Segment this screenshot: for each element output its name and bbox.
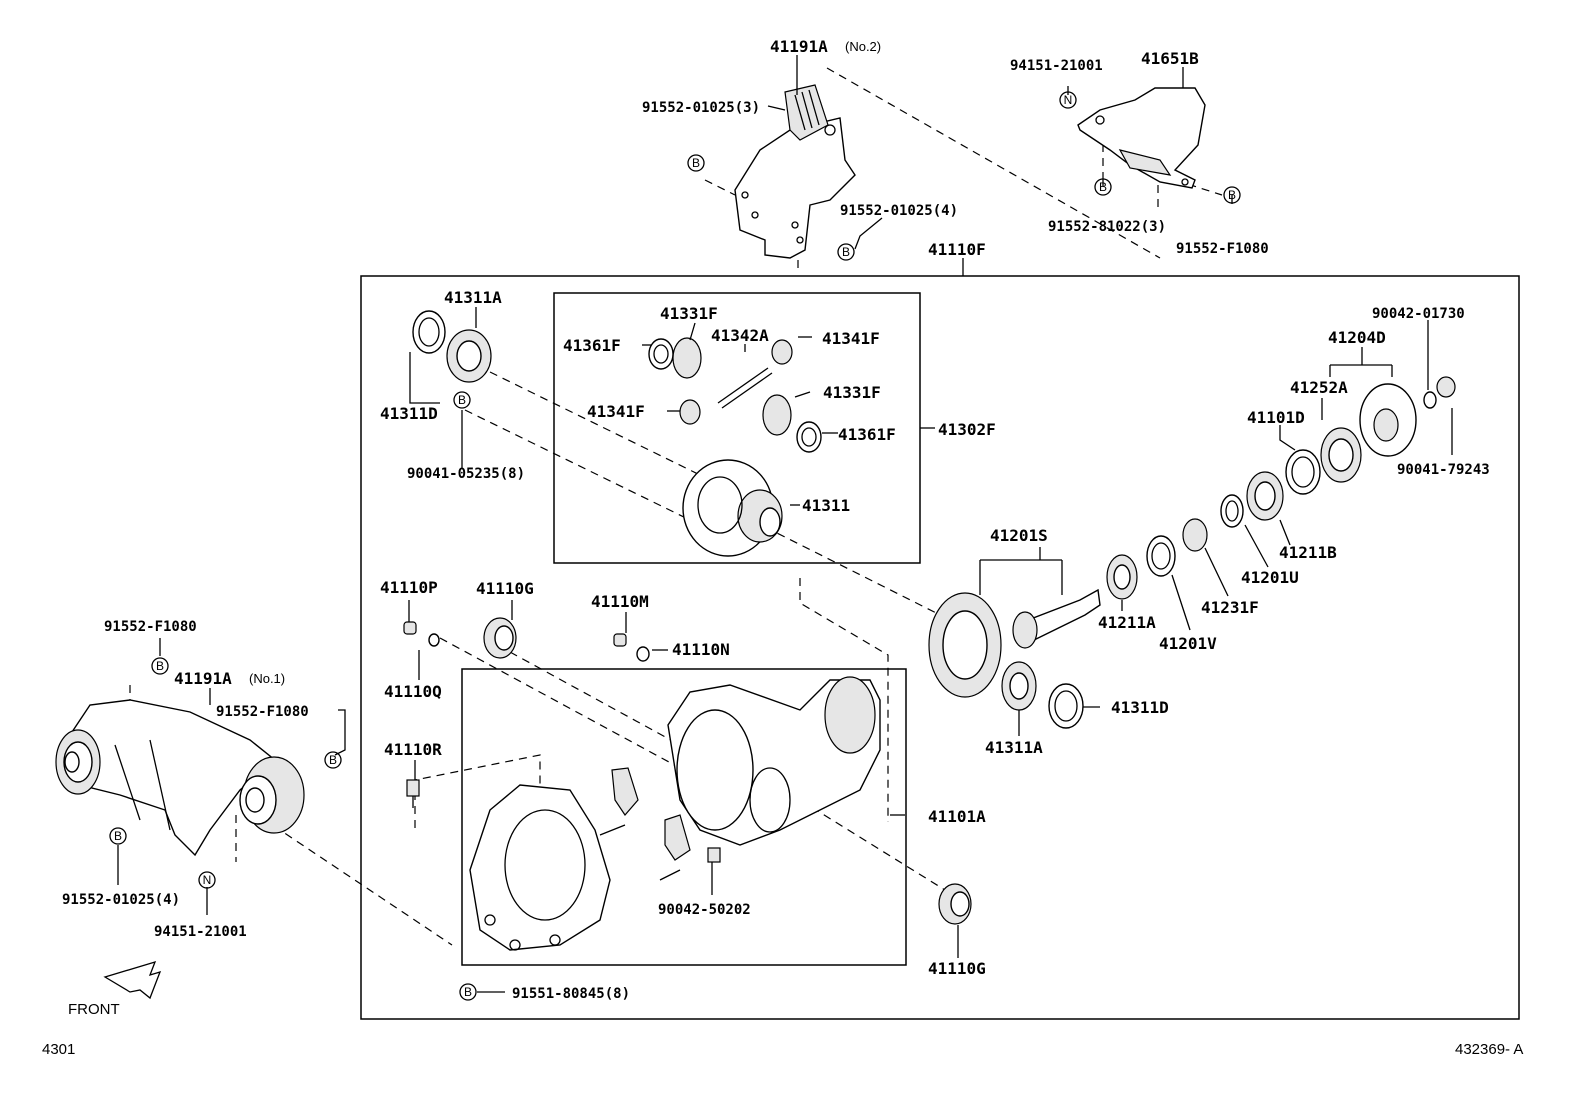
carrier-cover[interactable] xyxy=(469,784,611,951)
part-label[interactable]: 41110Q xyxy=(384,682,442,701)
marker-b: B xyxy=(453,391,471,409)
part-label[interactable]: 41311A xyxy=(985,738,1043,757)
bearing-41311A-top[interactable] xyxy=(412,310,492,383)
marker-b: B xyxy=(687,154,705,172)
svg-text:N: N xyxy=(203,873,212,887)
part-label[interactable]: 41110F xyxy=(928,240,986,259)
part-label[interactable]: 41311A xyxy=(444,288,502,307)
part-label[interactable]: 91552-F1080 xyxy=(1176,241,1269,257)
part-label[interactable]: 91552-01025(4) xyxy=(62,892,180,908)
part-label[interactable]: 90042-50202 xyxy=(658,902,751,918)
svg-text:B: B xyxy=(692,156,700,170)
bracket-41651B[interactable] xyxy=(1077,87,1206,189)
carrier-housing-frame xyxy=(461,668,907,966)
svg-text:B: B xyxy=(114,829,122,843)
part-label[interactable]: 41331F xyxy=(660,304,718,323)
small-fasteners[interactable] xyxy=(403,617,972,925)
marker-b: B xyxy=(151,657,169,675)
differential-case-41311[interactable] xyxy=(682,459,783,557)
part-label[interactable]: 41191A xyxy=(174,669,232,688)
part-label[interactable]: 91552-01025(4) xyxy=(840,203,958,219)
carrier-housing-41101A[interactable] xyxy=(599,676,881,881)
leader-lines xyxy=(117,55,1453,993)
marker-b: B xyxy=(1223,186,1241,204)
part-label[interactable]: 41361F xyxy=(838,425,896,444)
part-label[interactable]: 41341F xyxy=(822,329,880,348)
part-label[interactable]: 90041-05235(8) xyxy=(407,466,525,482)
part-label[interactable]: 41110M xyxy=(591,592,649,611)
part-label[interactable]: 91551-80845(8) xyxy=(512,986,630,1002)
part-label[interactable]: 41191A xyxy=(770,37,828,56)
front-direction-arrow xyxy=(103,960,162,1000)
marker-n: N xyxy=(1059,91,1077,109)
marker-b: B xyxy=(1094,178,1112,196)
part-label[interactable]: 41204D xyxy=(1328,328,1386,347)
part-label[interactable]: 41311D xyxy=(1111,698,1169,717)
marker-n: N xyxy=(198,871,216,889)
bracket-41191A-no2[interactable] xyxy=(734,84,856,259)
marker-b: B xyxy=(324,751,342,769)
part-label[interactable]: 91552-81022(3) xyxy=(1048,219,1166,235)
part-label[interactable]: 41302F xyxy=(938,420,996,439)
part-label[interactable]: 91552-F1080 xyxy=(216,704,309,720)
ring-pinion-41201S[interactable] xyxy=(928,588,1101,698)
part-label[interactable]: 41110N xyxy=(672,640,730,659)
part-label[interactable]: 41110P xyxy=(380,578,438,597)
part-label[interactable]: 41342A xyxy=(711,326,769,345)
part-label[interactable]: 41110G xyxy=(928,959,986,978)
diagram-code-left: 4301 xyxy=(42,1041,75,1058)
part-label-note: (No.2) xyxy=(845,39,881,54)
svg-text:B: B xyxy=(1228,188,1236,202)
part-label[interactable]: 41341F xyxy=(587,402,645,421)
part-label[interactable]: 41201U xyxy=(1241,568,1299,587)
part-label-note: (No.1) xyxy=(249,671,285,686)
part-label[interactable]: 41311 xyxy=(802,496,850,515)
part-label[interactable]: 41252A xyxy=(1290,378,1348,397)
part-label[interactable]: 41201S xyxy=(990,526,1048,545)
svg-text:B: B xyxy=(156,659,164,673)
diagram-code-right: 432369- A xyxy=(1455,1041,1523,1058)
part-label[interactable]: 41211B xyxy=(1279,543,1337,562)
part-label[interactable]: 41651B xyxy=(1141,49,1199,68)
pinion-bearing-stack[interactable] xyxy=(1106,376,1456,600)
mount-41191A-no1[interactable] xyxy=(55,699,305,857)
part-label[interactable]: 41201V xyxy=(1159,634,1217,653)
front-label: FRONT xyxy=(68,1001,120,1018)
part-label[interactable]: 90042-01730 xyxy=(1372,306,1465,322)
part-label[interactable]: 41231F xyxy=(1201,598,1259,617)
svg-text:B: B xyxy=(1099,180,1107,194)
part-label[interactable]: 41101A xyxy=(928,807,986,826)
bearing-41311A-bottom[interactable] xyxy=(1001,661,1084,729)
svg-text:B: B xyxy=(464,985,472,999)
marker-b: B xyxy=(109,827,127,845)
part-label[interactable]: 94151-21001 xyxy=(154,924,247,940)
part-label[interactable]: 41110R xyxy=(384,740,442,759)
marker-b: B xyxy=(459,983,477,1001)
svg-text:B: B xyxy=(458,393,466,407)
svg-text:N: N xyxy=(1064,93,1073,107)
part-label[interactable]: 41361F xyxy=(563,336,621,355)
svg-text:B: B xyxy=(842,245,850,259)
part-label[interactable]: 91552-F1080 xyxy=(104,619,197,635)
marker-b: B xyxy=(837,243,855,261)
bolt-markers: B B N B B B B B B N B xyxy=(109,91,1241,1001)
svg-text:B: B xyxy=(329,753,337,767)
part-label[interactable]: 94151-21001 xyxy=(1010,58,1103,74)
part-label[interactable]: 41110G xyxy=(476,579,534,598)
part-label[interactable]: 41211A xyxy=(1098,613,1156,632)
part-label[interactable]: 41101D xyxy=(1247,408,1305,427)
part-label[interactable]: 90041-79243 xyxy=(1397,462,1490,478)
part-label[interactable]: 41331F xyxy=(823,383,881,402)
part-label[interactable]: 41311D xyxy=(380,404,438,423)
part-label[interactable]: 91552-01025(3) xyxy=(642,100,760,116)
side-gears-pinions[interactable] xyxy=(648,337,822,453)
assembly-frame-41110F xyxy=(360,275,1520,1020)
part-labels: 41191A (No.2) 91552-01025(3) 91552-01025… xyxy=(62,37,1490,1002)
